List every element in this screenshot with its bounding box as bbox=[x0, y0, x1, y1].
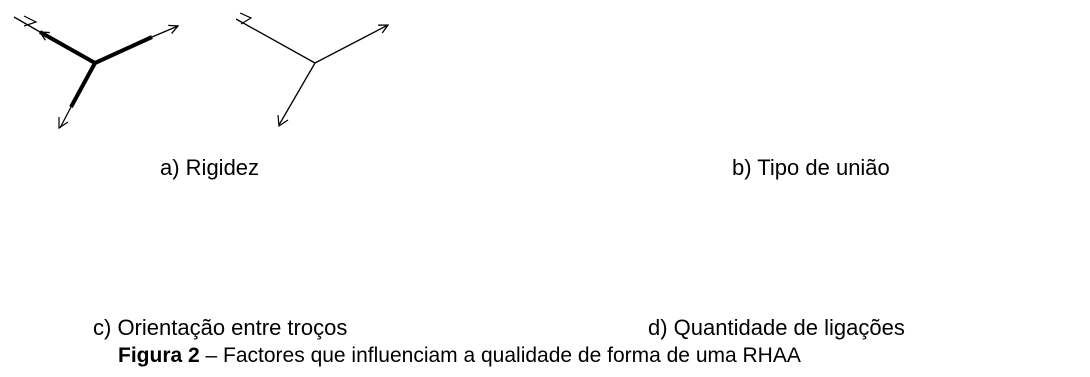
panel-b-label: b) Tipo de união bbox=[732, 155, 890, 180]
figure-caption-label: Figura 2 bbox=[118, 344, 200, 367]
panel-a-rigid-junction bbox=[13, 16, 178, 129]
panel-a-rigid-arrowheads bbox=[23, 15, 69, 130]
figure-caption-text: – Factores que influenciam a qualidade d… bbox=[199, 344, 801, 367]
panel-d-label: d) Quantidade de ligações bbox=[648, 315, 905, 340]
panel-a-flexible-junction bbox=[235, 18, 388, 126]
figure-caption: Figura 2 – Factores que influenciam a qu… bbox=[118, 345, 801, 366]
panel-a-flexible-arrowheads bbox=[239, 12, 289, 128]
panel-c-label: c) Orientação entre troços bbox=[93, 315, 348, 340]
panel-a-label: a) Rigidez bbox=[160, 155, 260, 180]
